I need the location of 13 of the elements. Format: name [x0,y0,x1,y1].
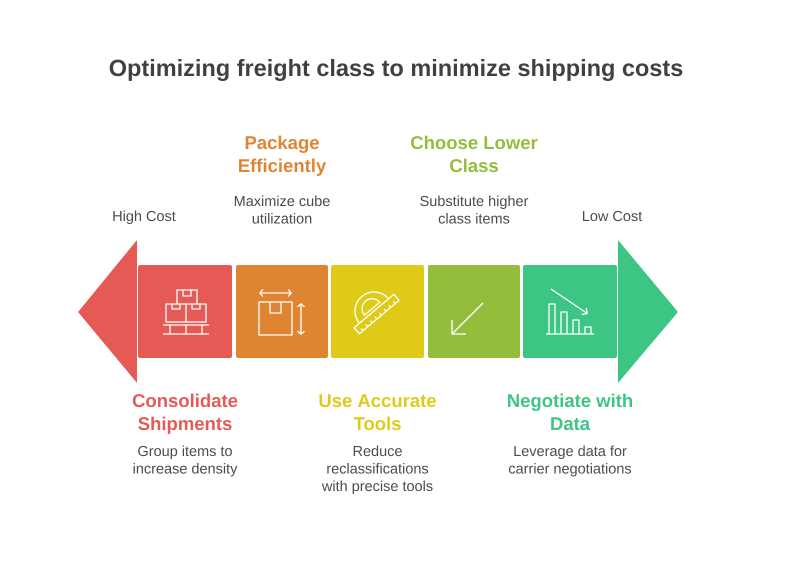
step-description: Group items to increase density [134,445,238,476]
step-description: Reduce reclassifications with precise tools [322,445,433,494]
step-heading: Use Accurate Tools [320,394,436,430]
title: Optimizing freight class to minimize shipping costs [110,58,682,81]
step-heading: Choose Lower Class [411,136,538,172]
end-label: Low Cost [582,210,642,222]
step-heading: Negotiate with Data [508,394,632,430]
step-heading: Package Efficiently [239,136,326,176]
step-description: Maximize cube utilization [234,195,330,224]
step-description: Leverage data for carrier negotiations [508,445,632,476]
end-label: High Cost [113,210,176,224]
step-heading: Consolidate Shipments [132,394,238,434]
step-description: Substitute higher class items [420,195,528,224]
